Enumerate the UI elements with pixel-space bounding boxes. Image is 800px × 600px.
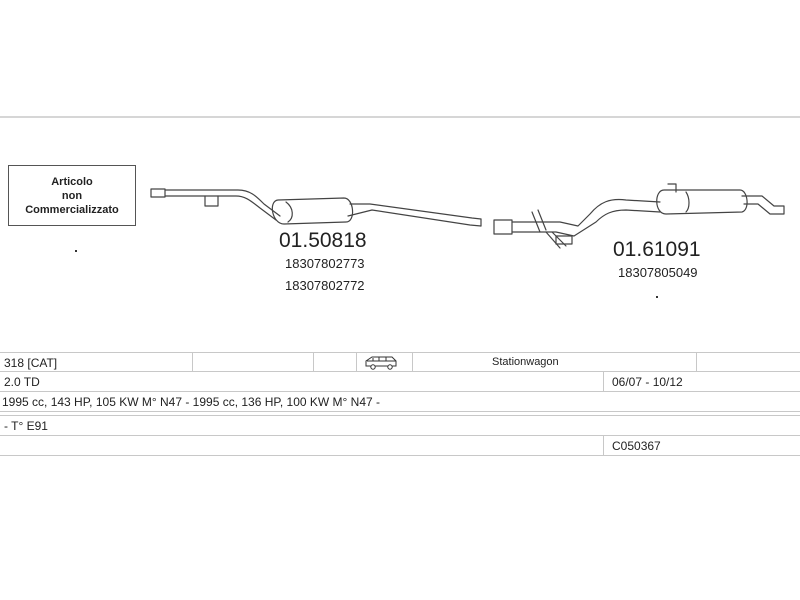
- body-type-cell: Stationwagon: [492, 356, 559, 368]
- table-row-specs: 1995 cc, 143 HP, 105 KW M° N47 - 1995 cc…: [0, 392, 800, 412]
- engine-specs-cell: 1995 cc, 143 HP, 105 KW M° N47 - 1995 cc…: [2, 395, 381, 409]
- part-01-61091-drawing: [493, 183, 785, 249]
- type-code-cell: - T° E91: [4, 419, 48, 433]
- notice-line-2: non: [61, 189, 83, 202]
- table-row-spacer: [0, 412, 800, 416]
- catalog-code-cell: C050367: [612, 439, 661, 453]
- vehicle-table: 318 [CAT] Stationwagon 2.0 TD 06/07 - 10…: [0, 352, 800, 456]
- oe-number-left-2: 18307802772: [285, 278, 365, 293]
- part-number-left[interactable]: 01.50818: [279, 229, 367, 252]
- car-icon: [364, 354, 398, 374]
- notice-line-3: Commercializzato: [25, 203, 119, 216]
- table-row-type: - T° E91: [0, 416, 800, 436]
- oe-number-left-1: 18307802773: [285, 256, 365, 271]
- production-period-cell: 06/07 - 10/12: [612, 375, 683, 389]
- not-sold-notice: Articolo non Commercializzato: [8, 165, 136, 226]
- speck: [75, 250, 77, 252]
- table-row-catalog: C050367: [0, 436, 800, 456]
- speck: [656, 296, 658, 298]
- notice-line-1: Articolo: [51, 175, 93, 188]
- model-cell: 318 [CAT]: [4, 356, 58, 370]
- table-row-engine: 2.0 TD 06/07 - 10/12: [0, 372, 800, 392]
- engine-cell: 2.0 TD: [4, 375, 40, 389]
- table-row-model: 318 [CAT] Stationwagon: [0, 352, 800, 372]
- part-01-50818-drawing: [150, 188, 482, 227]
- part-number-right[interactable]: 01.61091: [613, 238, 701, 261]
- top-divider: [0, 116, 800, 118]
- exhaust-diagram: [150, 183, 785, 249]
- oe-number-right-1: 18307805049: [618, 265, 698, 280]
